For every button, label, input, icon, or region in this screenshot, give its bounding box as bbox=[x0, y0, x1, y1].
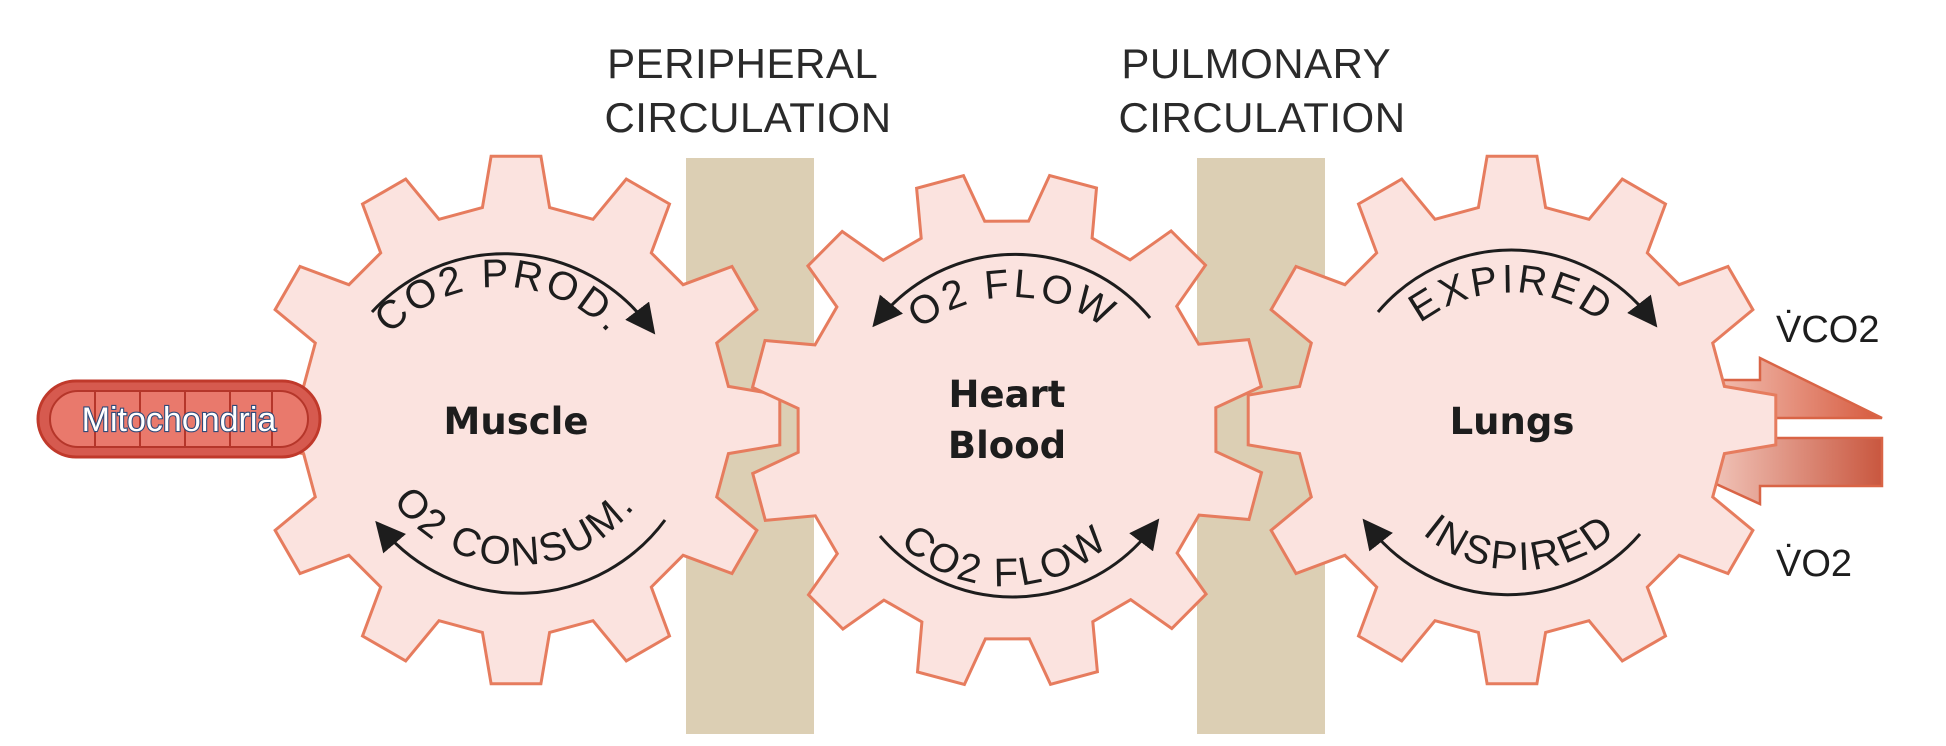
mitochondria-inner bbox=[49, 390, 309, 448]
pulmonary-header-line1: PULMONARY bbox=[1121, 40, 1390, 87]
muscle-bottom-arrow bbox=[375, 519, 667, 595]
heart-bottom-arrow bbox=[878, 518, 1160, 599]
vco2-label: V̇CO2 bbox=[1776, 308, 1879, 351]
peripheral-header: PERIPHERAL CIRCULATION bbox=[604, 40, 891, 141]
mitochondria: Mitochondria bbox=[36, 379, 322, 459]
pulmonary-header: PULMONARY CIRCULATION bbox=[1118, 40, 1405, 141]
peripheral-header-line1: PERIPHERAL bbox=[607, 40, 877, 87]
mitochondria-label: Mitochondria bbox=[82, 401, 277, 439]
muscle-label: Muscle bbox=[444, 400, 589, 443]
peripheral-header-line2: CIRCULATION bbox=[604, 94, 891, 141]
lungs-label: Lungs bbox=[1450, 400, 1575, 443]
pulmonary-header-line2: CIRCULATION bbox=[1118, 94, 1405, 141]
heart-top-arrow bbox=[872, 252, 1152, 328]
lungs-bottom-arrow bbox=[1362, 518, 1642, 597]
muscle-top-arrow bbox=[370, 252, 656, 335]
mitochondria-cristae bbox=[94, 391, 273, 447]
lungs-gear bbox=[1246, 154, 1778, 686]
heart-label: Heart bbox=[949, 373, 1066, 416]
blood-label: Blood bbox=[948, 424, 1066, 467]
lungs-top-arrow bbox=[1376, 248, 1658, 328]
vo2-label: V̇O2 bbox=[1776, 542, 1852, 585]
